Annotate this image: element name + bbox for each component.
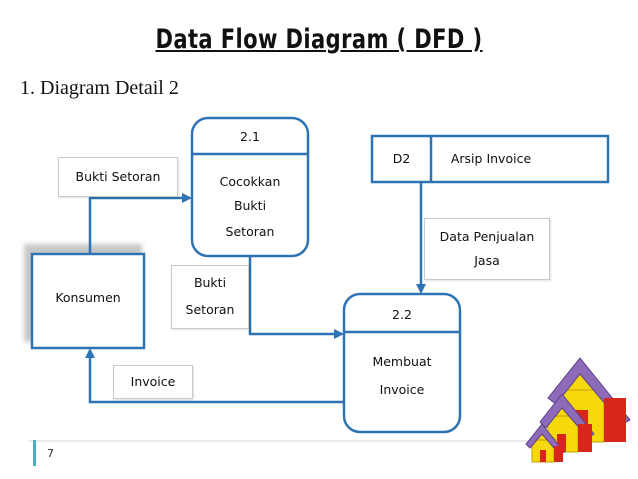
flow-label-bukti-setoran-out-line2: Setoran — [185, 302, 235, 317]
flow-label-data-penjualan-line1: Data Penjualan — [439, 229, 535, 244]
flow-invoice — [85, 348, 344, 404]
entity-konsumen-shape — [30, 252, 146, 350]
process-2-2-number: 2.2 — [392, 307, 412, 322]
data-store-shape — [370, 134, 610, 184]
process-2-2-name-line1: Membuat — [372, 354, 432, 369]
page-title: Data Flow Diagram ( DFD ) — [155, 24, 483, 55]
flow-label-bukti-setoran-out: Bukti Setoran — [171, 265, 249, 329]
process-2-2-name-line2: Invoice — [379, 382, 425, 397]
house-clipart-icon — [525, 357, 631, 463]
data-store-name: Arsip Invoice — [450, 151, 532, 166]
entity-konsumen-label: Konsumen — [55, 290, 121, 305]
flow-label-bukti-setoran-out-line1: Bukti — [193, 275, 227, 290]
flow-label-data-penjualan-line2: Jasa — [474, 253, 500, 268]
flow-label-bukti-setoran-in: Bukti Setoran — [58, 157, 178, 197]
process-2-1-name-line3: Setoran — [225, 224, 275, 239]
diagram-subtitle: 1. Diagram Detail 2 — [20, 77, 179, 99]
flow-label-invoice: Invoice — [113, 365, 193, 399]
flow-bukti-setoran-in — [88, 193, 192, 254]
page-number: 7 — [47, 447, 54, 460]
flow-bukti-setoran-out — [248, 256, 344, 339]
process-2-1-number: 2.1 — [240, 129, 260, 144]
process-2-2-shape — [342, 292, 462, 434]
data-store-id: D2 — [392, 151, 411, 166]
flow-label-data-penjualan: Data Penjualan Jasa — [424, 218, 550, 280]
flow-label-invoice-text: Invoice — [130, 374, 176, 389]
process-2-1-name-line2: Bukti — [233, 198, 267, 213]
process-2-1-name-line1: Cocokkan — [219, 174, 281, 189]
footer-accent-bar — [33, 440, 36, 466]
flow-label-bukti-setoran-in-text: Bukti Setoran — [75, 169, 161, 184]
